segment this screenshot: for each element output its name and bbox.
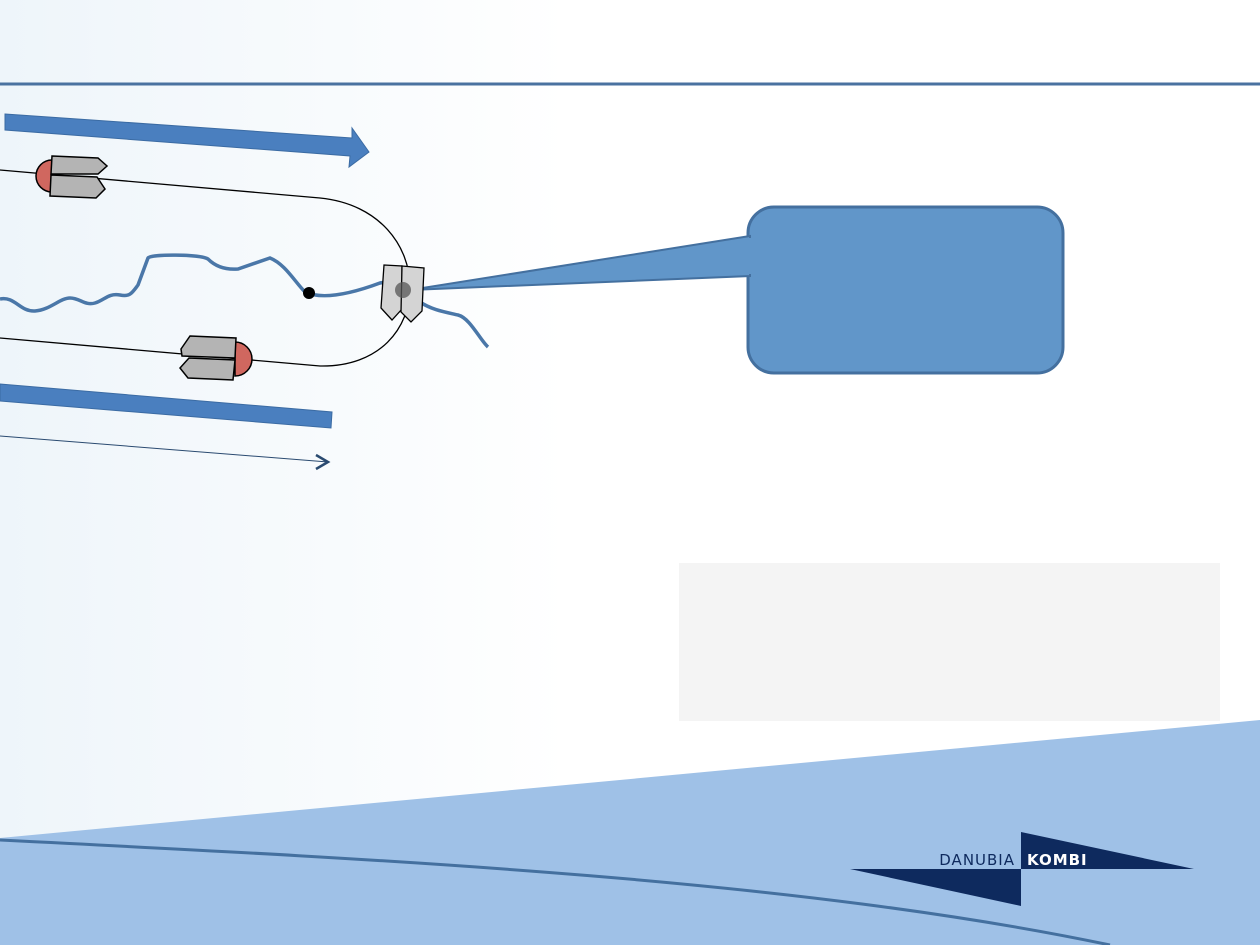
- top-direction-arrow: [4, 113, 370, 169]
- junction-dot: [303, 287, 315, 299]
- fork-clamp: [380, 264, 425, 323]
- text-placeholder-box: [679, 563, 1220, 721]
- thin-arrow: [0, 435, 331, 471]
- lower-clamp: [179, 335, 253, 381]
- upper-clamp: [35, 155, 109, 199]
- logo-right-word: KOMBI: [1027, 851, 1088, 869]
- logo-left-word: DANUBIA: [939, 851, 1015, 869]
- danubia-kombi-logo: DANUBIA KOMBI: [850, 832, 1194, 906]
- callout-bubble: [409, 205, 1065, 375]
- footer-curve: [0, 838, 1111, 945]
- bottom-direction-bar: [0, 383, 333, 429]
- footer-band: [0, 720, 1260, 945]
